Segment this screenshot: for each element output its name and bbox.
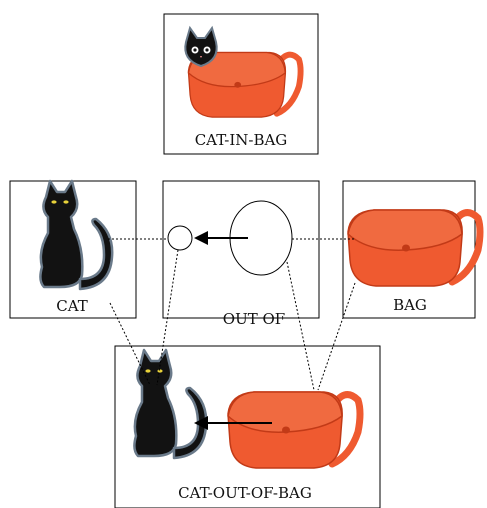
cat-icon bbox=[40, 181, 112, 289]
bag-label: BAG bbox=[393, 296, 427, 314]
cat-in-bag-image bbox=[185, 28, 300, 117]
map-cat-to-blend bbox=[110, 303, 150, 385]
bag-out-icon bbox=[228, 392, 360, 468]
out-of-label: OUT OF bbox=[223, 310, 285, 328]
cat-in-bag-label: CAT-IN-BAG bbox=[195, 131, 288, 149]
cat-out-icon bbox=[134, 350, 206, 458]
map-ellipse-to-blend bbox=[287, 262, 314, 390]
cat-out-of-bag-label: CAT-OUT-OF-BAG bbox=[178, 484, 312, 502]
small-circle bbox=[168, 226, 192, 250]
cat-head-icon bbox=[185, 28, 216, 66]
map-bag-to-blend bbox=[318, 283, 355, 390]
out-of-arrowhead bbox=[194, 231, 208, 245]
cat-label: CAT bbox=[56, 297, 88, 315]
bag-icon bbox=[348, 210, 480, 286]
